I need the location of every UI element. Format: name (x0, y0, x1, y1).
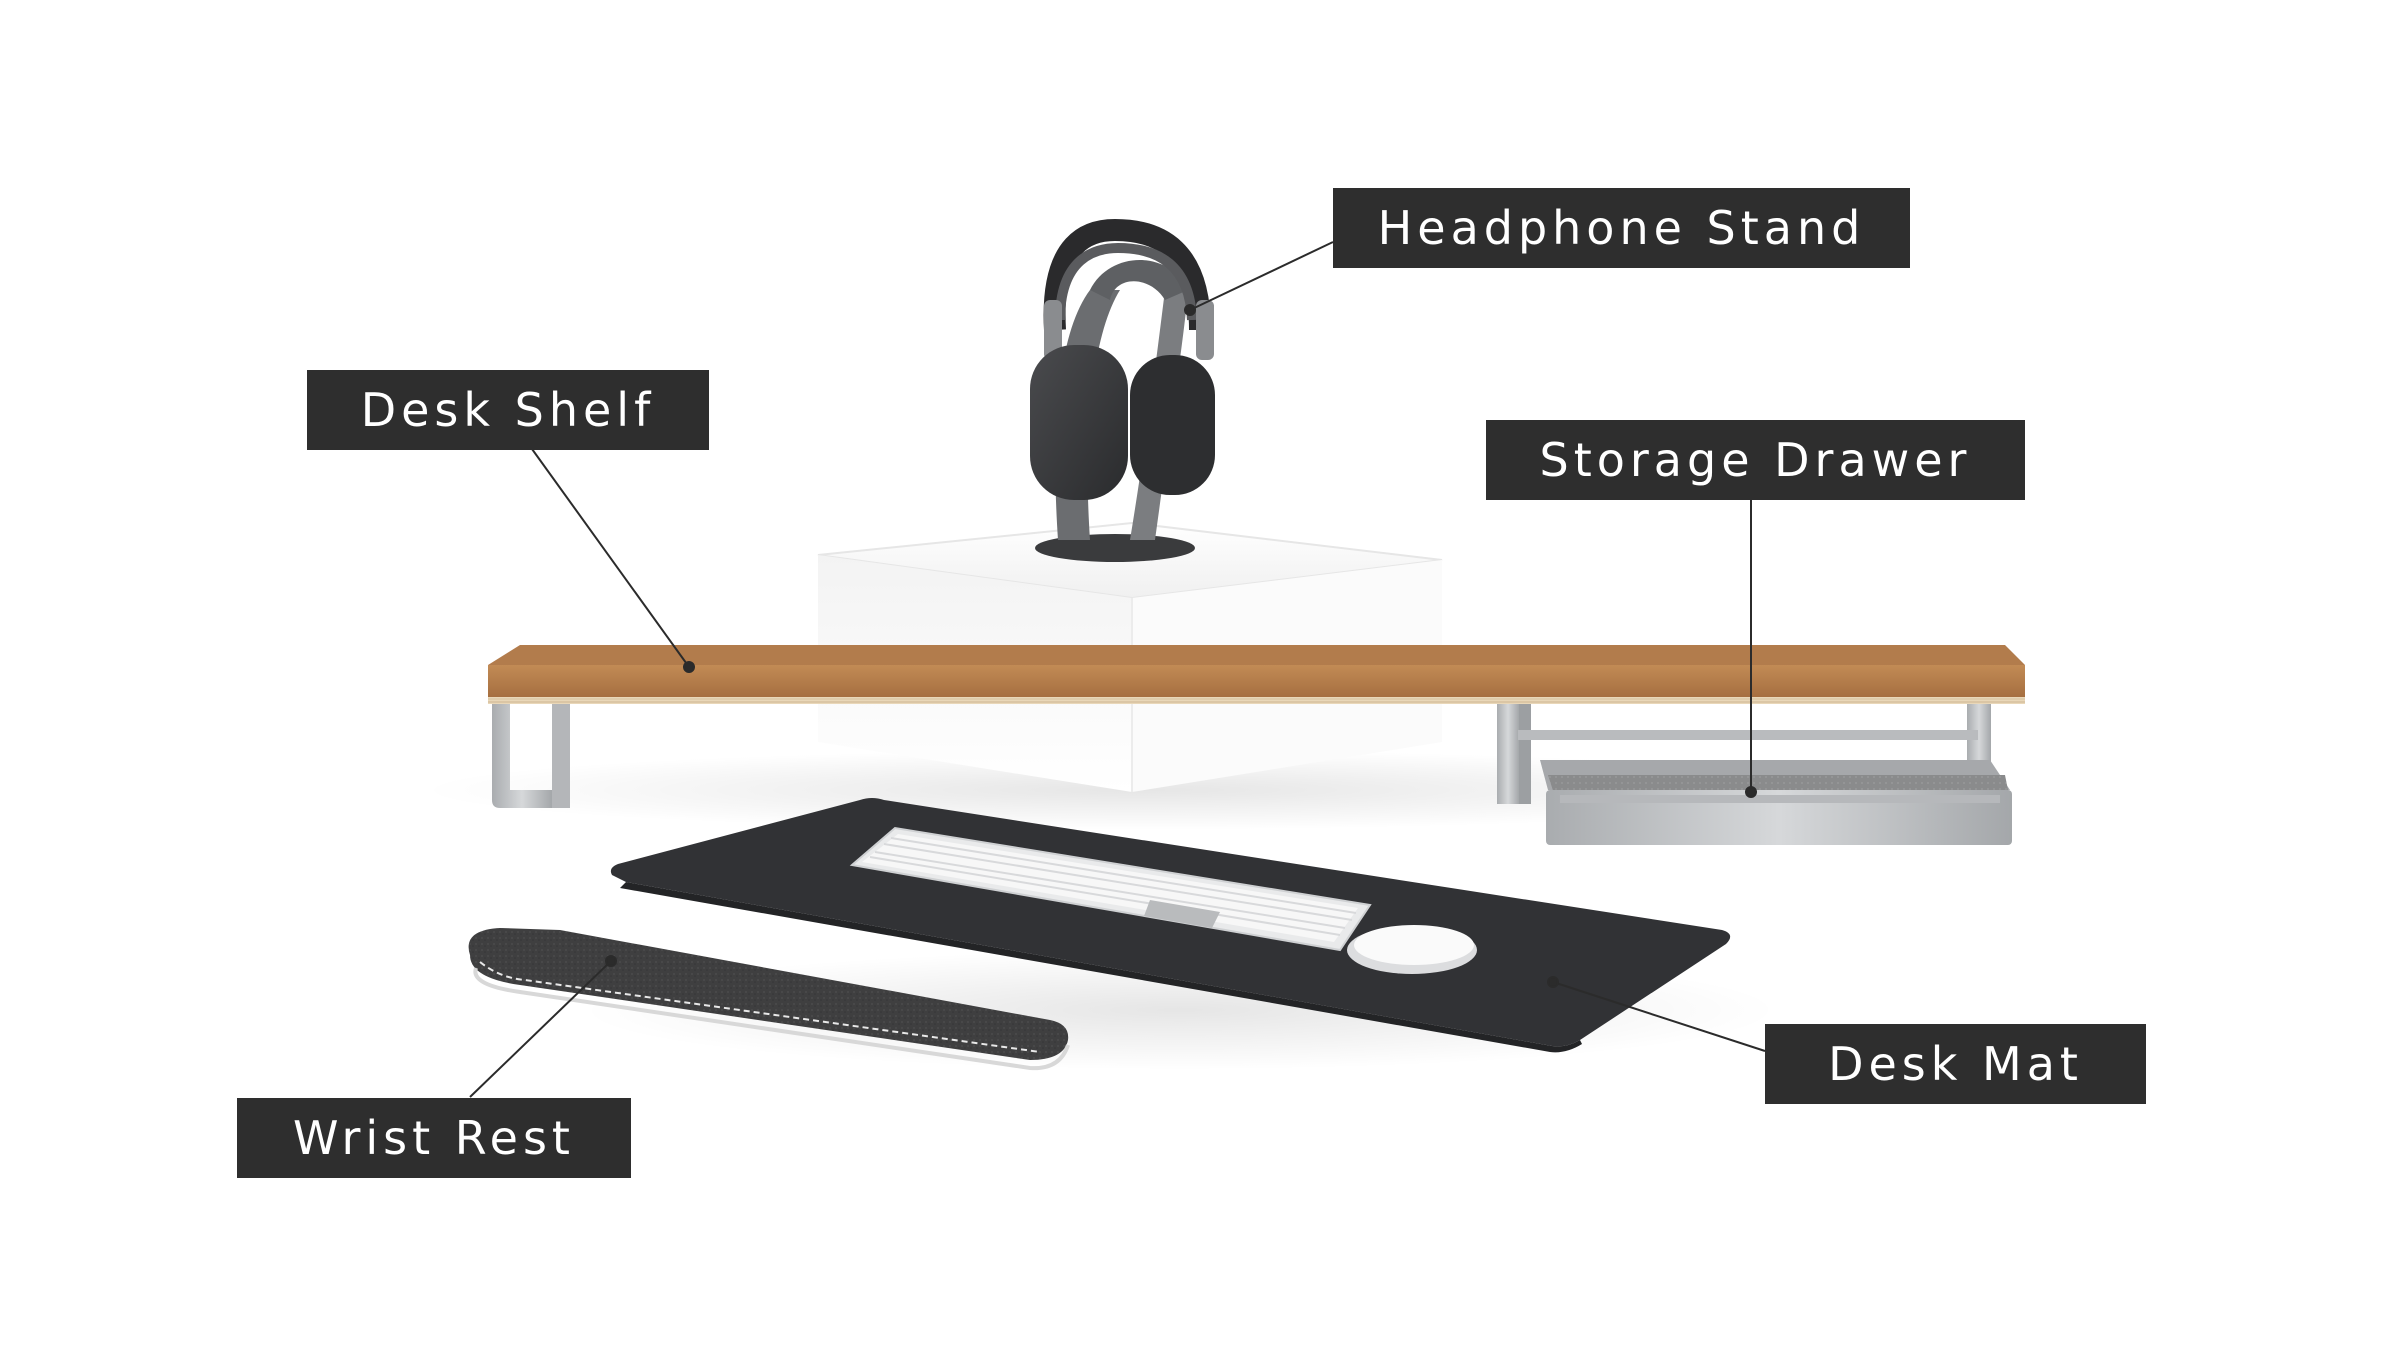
leader-line-wrist-rest (469, 960, 612, 1098)
storage-drawer-graphic (1518, 730, 2012, 845)
wrist-rest-graphic (468, 928, 1070, 1071)
leader-dot-wrist-rest (605, 955, 617, 967)
headphones-graphic (1030, 218, 1215, 500)
leader-dot-desk-mat (1547, 976, 1559, 988)
label-headphone-stand: Headphone Stand (1333, 188, 1910, 268)
keyboard-graphic (849, 826, 1372, 952)
label-storage-drawer-text: Storage Drawer (1539, 433, 1972, 487)
label-storage-drawer: Storage Drawer (1486, 420, 2025, 500)
leader-line-headphone-stand (1189, 241, 1334, 311)
label-wrist-rest: Wrist Rest (237, 1098, 631, 1178)
leader-dot-desk-shelf (683, 661, 695, 673)
label-desk-mat-text: Desk Mat (1828, 1037, 2083, 1091)
mouse-graphic (1347, 925, 1477, 974)
label-desk-shelf-text: Desk Shelf (360, 383, 656, 437)
label-wrist-rest-text: Wrist Rest (293, 1111, 575, 1165)
leader-line-desk-mat (1552, 981, 1766, 1052)
leader-dot-storage-drawer (1745, 786, 1757, 798)
leader-line-desk-shelf (531, 448, 690, 668)
label-desk-mat: Desk Mat (1765, 1024, 2146, 1104)
label-desk-shelf: Desk Shelf (307, 370, 709, 450)
label-headphone-stand-text: Headphone Stand (1377, 201, 1866, 255)
leader-dot-headphone-stand (1184, 304, 1196, 316)
